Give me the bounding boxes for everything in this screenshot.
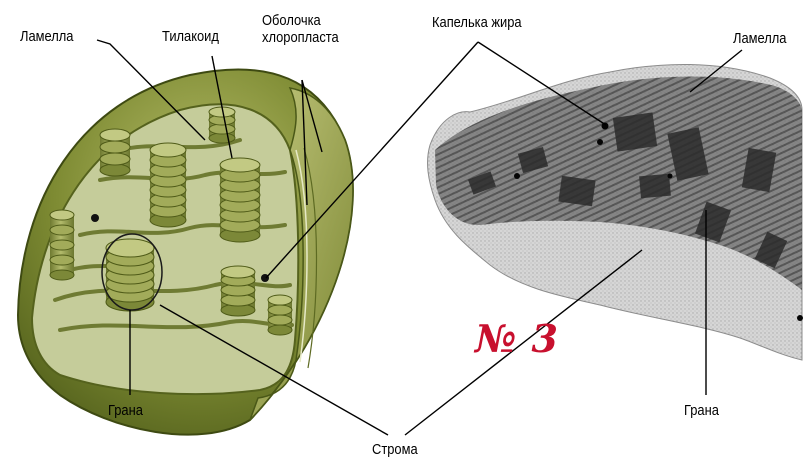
granum-4 <box>209 107 235 143</box>
label-thylakoid: Тилакоид <box>162 28 219 45</box>
lipid-droplet-3d-1 <box>91 214 99 222</box>
label-lamella-left: Ламелла <box>20 28 73 45</box>
granum-7 <box>268 295 292 335</box>
label-envelope-line-1: Оболочка <box>262 12 321 29</box>
label-grana-right: Грана <box>684 402 719 419</box>
slide-number-badge: № 3 <box>475 316 559 361</box>
granum-5 <box>100 129 130 176</box>
lipid-droplet-micro-2 <box>597 139 603 145</box>
label-envelope: Оболочка хлоропласта <box>262 12 365 46</box>
lipid-droplet-micro-4 <box>668 174 673 179</box>
granum-3 <box>220 158 260 242</box>
granum-2 <box>150 143 186 227</box>
label-grana-left: Грана <box>108 402 143 419</box>
lipid-droplet-micro-5 <box>797 315 803 321</box>
label-stroma: Строма <box>372 441 418 458</box>
granum-8 <box>50 210 74 280</box>
label-lamella-right: Ламелла <box>733 30 786 47</box>
chloroplast-3d-model <box>18 69 353 434</box>
granum-6 <box>221 266 255 316</box>
label-envelope-line-2: хлоропласта <box>262 29 339 46</box>
label-lipid-droplet: Капелька жира <box>432 14 522 31</box>
lipid-droplet-micro-3 <box>514 173 520 179</box>
granum-1 <box>106 239 154 311</box>
